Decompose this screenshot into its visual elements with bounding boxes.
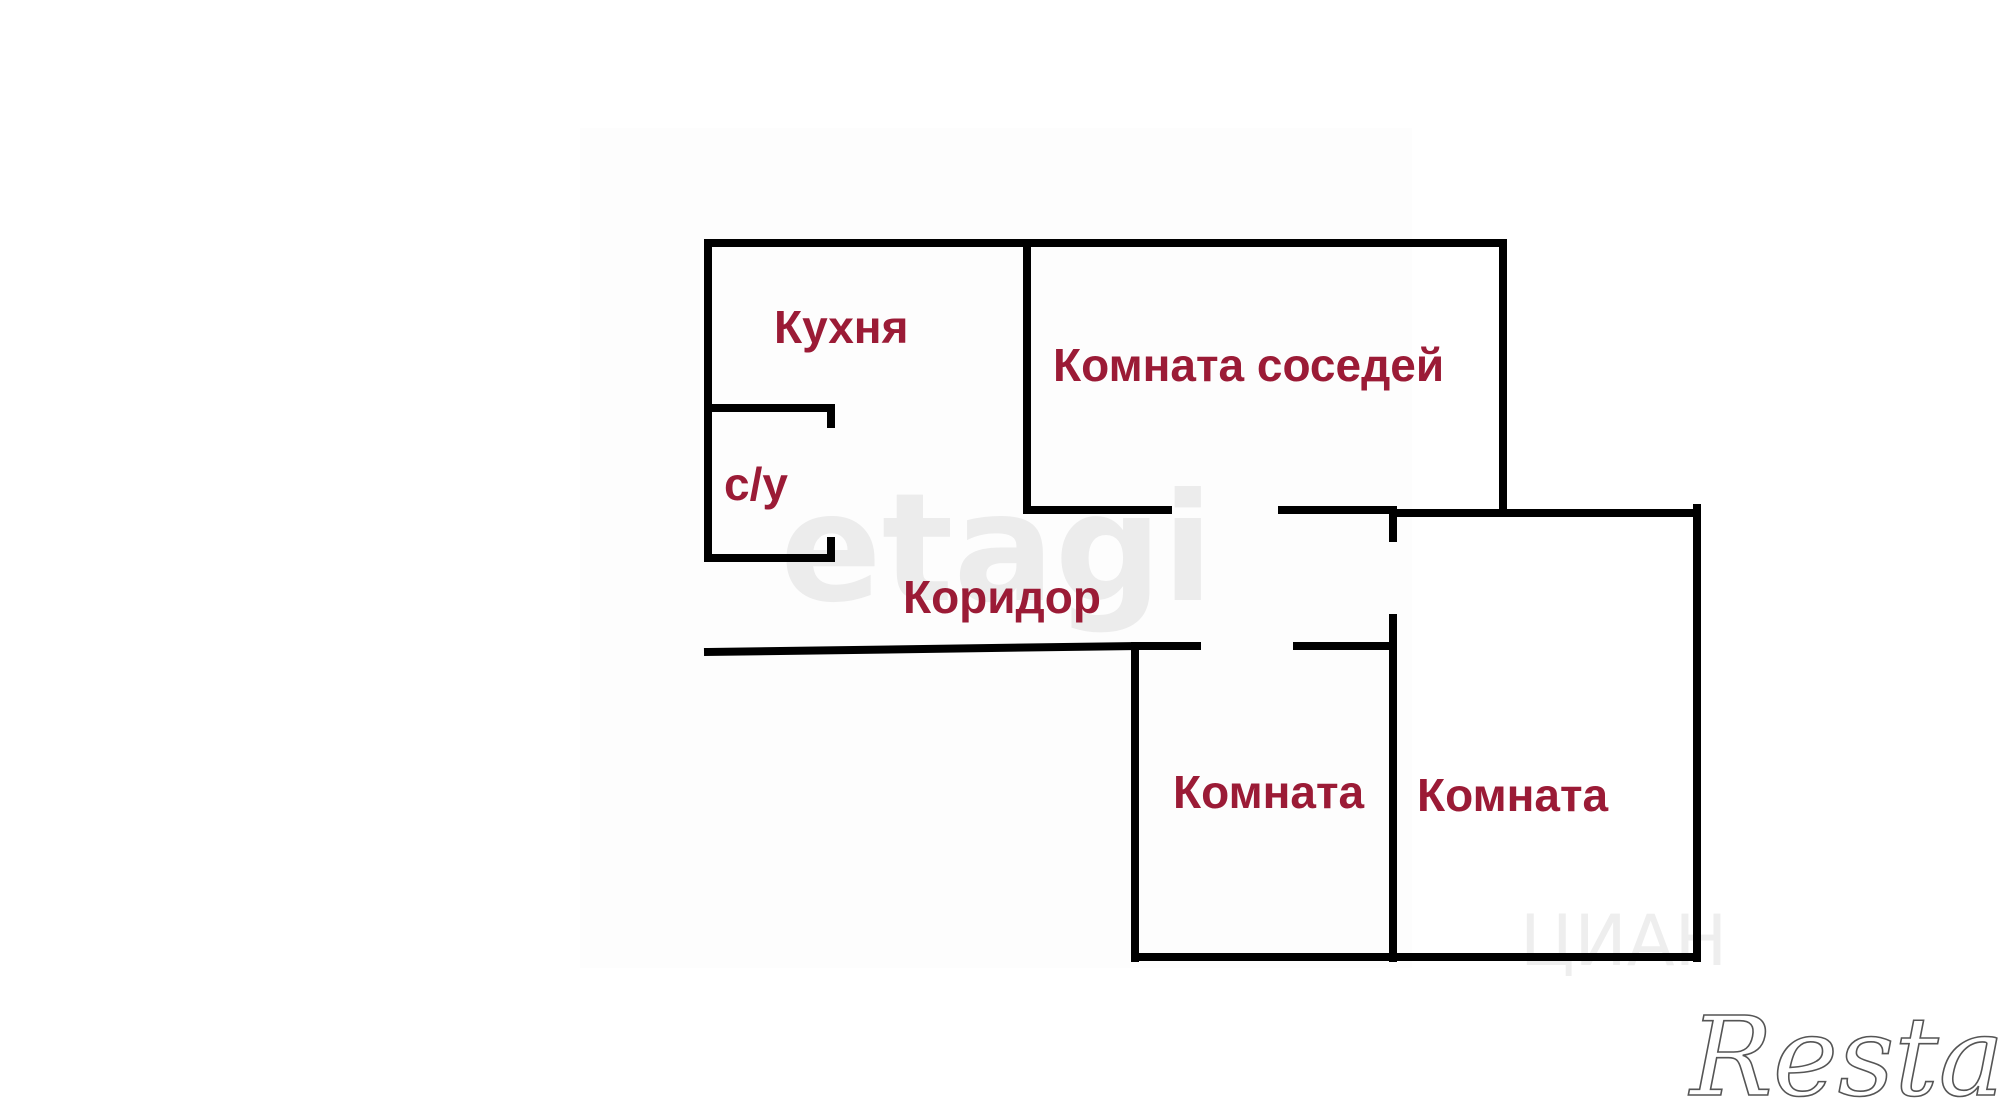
room-1-label: Комната (1173, 766, 1364, 818)
corridor-label: Коридор (903, 571, 1101, 623)
neighbors-room-label: Комната соседей (1053, 339, 1444, 391)
plan-background (580, 128, 1412, 968)
walls (703, 239, 1701, 962)
bathroom-walls (704, 404, 835, 562)
kitchen-label: Кухня (774, 301, 908, 353)
etagi-watermark: etagi (780, 462, 1213, 636)
room-labels: Кухня Комната соседей с/у Коридор Комнат… (724, 301, 1608, 821)
bathroom-label: с/у (724, 458, 788, 510)
wall-corridor-bottom (703, 641, 1140, 657)
room-2-label: Комната (1417, 769, 1608, 821)
cian-watermark: ЦИАН (1520, 900, 1727, 982)
restate-watermark: Restate (1688, 993, 2000, 1102)
